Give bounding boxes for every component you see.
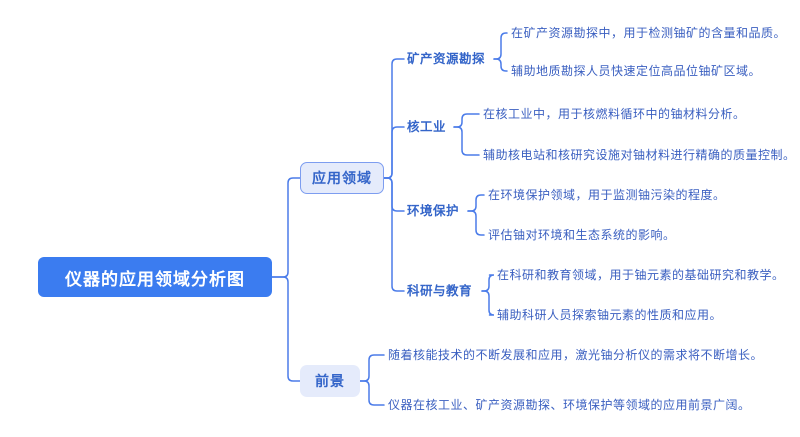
leaf-mineral-2[interactable]: 辅助地质勘探人员快速定位高品位铀矿区域。 — [511, 64, 762, 78]
branch-node-application-areas[interactable]: 应用领域 — [300, 162, 384, 194]
branch-node-prospect[interactable]: 前景 — [300, 365, 360, 397]
leaf-environment-2[interactable]: 评估铀对环境和生态系统的影响。 — [488, 228, 676, 242]
leaf-nuclear-1[interactable]: 在核工业中，用于核燃料循环中的铀材料分析。 — [483, 107, 746, 121]
leaf-research-2[interactable]: 辅助科研人员探索铀元素的性质和应用。 — [497, 308, 723, 322]
leaf-prospect-2[interactable]: 仪器在核工业、矿产资源勘探、环境保护等领域的应用前景广阔。 — [388, 398, 751, 412]
sub-branch-nuclear-industry[interactable]: 核工业 — [407, 120, 447, 134]
leaf-mineral-1[interactable]: 在矿产资源勘探中，用于检测铀矿的含量和品质。 — [511, 26, 787, 40]
leaf-nuclear-2[interactable]: 辅助核电站和核研究设施对铀材料进行精确的质量控制。 — [483, 148, 796, 162]
leaf-prospect-1[interactable]: 随着核能技术的不断发展和应用，激光铀分析仪的需求将不断增长。 — [388, 348, 764, 362]
root-node[interactable]: 仪器的应用领域分析图 — [38, 257, 272, 297]
sub-branch-research-education[interactable]: 科研与教育 — [407, 284, 473, 298]
leaf-environment-1[interactable]: 在环境保护领域，用于监测铀污染的程度。 — [488, 188, 726, 202]
sub-branch-mineral-exploration[interactable]: 矿产资源勘探 — [407, 52, 486, 66]
sub-branch-environmental-protection[interactable]: 环境保护 — [407, 204, 460, 218]
leaf-research-1[interactable]: 在科研和教育领域，用于铀元素的基础研究和教学。 — [497, 268, 785, 282]
